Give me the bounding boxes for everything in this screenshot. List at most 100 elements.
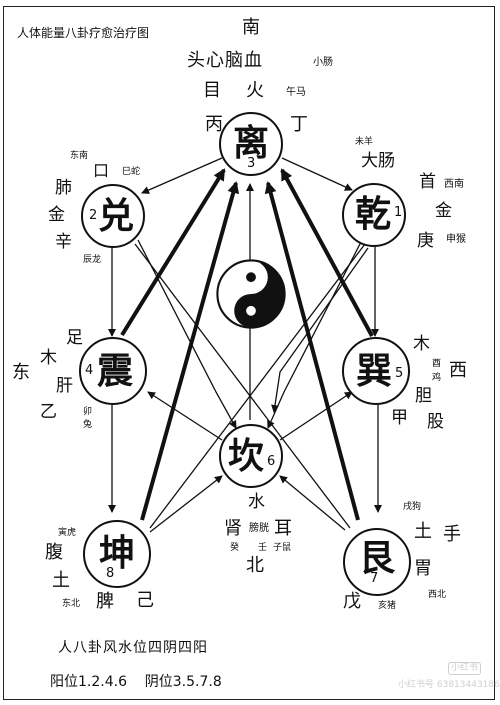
zhen-number: 4 bbox=[85, 363, 94, 378]
qian-zhi1: 未羊 bbox=[355, 137, 374, 147]
kun-element: 土 bbox=[52, 570, 70, 591]
li-small-intestine: 小肠 bbox=[313, 57, 333, 68]
kun-direction: 东北 bbox=[62, 599, 81, 609]
kan-number: 6 bbox=[267, 454, 276, 469]
kun-zhi1: 寅虎 bbox=[58, 528, 77, 538]
gen-trigram: 艮 bbox=[359, 537, 396, 579]
dui-circle bbox=[81, 184, 145, 248]
line-dui-to-gen bbox=[134, 243, 351, 529]
dui-trigram: 兑 bbox=[98, 195, 135, 237]
qian-circle bbox=[342, 183, 406, 247]
qian-organ: 大肠 bbox=[361, 151, 395, 171]
bold-arrow-kun-to-li bbox=[140, 181, 240, 521]
kan-organ1: 肾 bbox=[224, 518, 242, 539]
kun-gan: 己 bbox=[136, 590, 154, 611]
li-number: 3 bbox=[247, 156, 256, 171]
watermark-text: 小红书号 63813443186 bbox=[398, 680, 500, 690]
gen-gan: 戊 bbox=[343, 591, 361, 612]
dui-direction: 东南 bbox=[70, 151, 89, 161]
qian-direction: 西南 bbox=[444, 179, 464, 190]
xun-circle bbox=[342, 337, 410, 405]
zhen-circle bbox=[79, 337, 147, 405]
kun-organ1: 腹 bbox=[45, 542, 63, 563]
li-eye: 目 bbox=[203, 80, 221, 101]
dui-zhi1: 巳蛇 bbox=[122, 167, 141, 177]
arrow-kun-to-kan bbox=[149, 475, 223, 533]
li-circle bbox=[219, 112, 283, 176]
li-direction: 南 bbox=[242, 17, 260, 38]
arrow-qian-to-kan bbox=[267, 239, 363, 429]
gen-organ: 胃 bbox=[414, 558, 432, 579]
qian-head: 首 bbox=[419, 172, 436, 192]
li-element: 火 bbox=[246, 80, 264, 101]
xun-zhi2: 鸡 bbox=[432, 373, 442, 383]
diagram-frame bbox=[3, 6, 495, 700]
kan-gan2: 壬 bbox=[258, 543, 268, 553]
dui-organ: 肺 bbox=[55, 178, 72, 198]
gen-direction: 西北 bbox=[428, 590, 447, 600]
dui-number: 2 bbox=[89, 208, 98, 223]
bold-arrow-gen-to-li bbox=[264, 181, 360, 521]
kan-organ2: 膀胱 bbox=[249, 523, 269, 534]
li-organs: 头心脑血 bbox=[187, 50, 263, 71]
xun-zhi1: 酉 bbox=[432, 359, 442, 369]
kan-ear: 耳 bbox=[274, 518, 292, 539]
dui-zhi2: 辰龙 bbox=[83, 255, 102, 265]
yin-yang-icon bbox=[216, 259, 286, 329]
zhen-element: 木 bbox=[40, 348, 57, 368]
dui-element: 金 bbox=[48, 205, 65, 225]
qian-element: 金 bbox=[435, 201, 452, 221]
zhen-organ: 肝 bbox=[56, 376, 73, 396]
kan-element: 水 bbox=[248, 492, 265, 512]
arrow-qian-to-kan-2 bbox=[271, 247, 369, 413]
kun-organ2: 脾 bbox=[96, 591, 114, 612]
zhen-direction: 东 bbox=[12, 362, 30, 383]
zhen-zhi2: 兔 bbox=[83, 420, 93, 430]
xun-direction: 西 bbox=[449, 360, 467, 381]
arrow-li-to-qian bbox=[281, 157, 353, 191]
xun-number: 5 bbox=[395, 366, 404, 381]
li-gan-right: 丁 bbox=[290, 114, 308, 135]
gen-zhi1: 戌狗 bbox=[403, 502, 422, 512]
line-qian-to-kun bbox=[149, 243, 366, 529]
gen-hand: 手 bbox=[443, 524, 461, 545]
li-zhi: 午马 bbox=[286, 87, 306, 98]
watermark-badge: 小红书 bbox=[448, 662, 482, 675]
kan-direction: 北 bbox=[246, 555, 264, 576]
kun-trigram: 坤 bbox=[99, 532, 136, 574]
kan-trigram: 坎 bbox=[228, 435, 265, 477]
xun-gan: 甲 bbox=[391, 408, 408, 428]
qian-zhi2: 申猴 bbox=[446, 234, 466, 245]
arrow-kan-to-xun bbox=[279, 391, 353, 441]
qian-number: 1 bbox=[394, 205, 403, 220]
kun-circle bbox=[83, 520, 151, 588]
gen-circle bbox=[343, 528, 411, 596]
gen-number: 7 bbox=[370, 571, 379, 586]
arrow-kan-to-zhen bbox=[147, 391, 223, 441]
li-trigram: 离 bbox=[233, 122, 270, 164]
xun-trigram: 巽 bbox=[356, 350, 393, 392]
qian-gan: 庚 bbox=[417, 231, 434, 251]
zhen-gan: 乙 bbox=[40, 402, 57, 422]
zhen-foot: 足 bbox=[66, 328, 83, 348]
diagram-title: 人体能量八卦疗愈治疗图 bbox=[17, 26, 150, 40]
dui-gan: 辛 bbox=[55, 232, 72, 252]
arrow-li-to-dui bbox=[141, 157, 223, 194]
xun-organ: 胆 bbox=[415, 386, 432, 406]
bold-arrow-zhen-to-li bbox=[120, 168, 226, 337]
zhen-zhi1: 卯 bbox=[83, 407, 93, 417]
arrow-gen-to-kan bbox=[279, 475, 346, 531]
gen-element: 土 bbox=[414, 521, 432, 542]
bold-arrow-xun-to-li bbox=[280, 168, 374, 337]
kan-zhi: 子鼠 bbox=[273, 543, 292, 553]
xun-thigh: 股 bbox=[427, 412, 444, 432]
gen-zhi2: 亥猪 bbox=[378, 601, 397, 611]
kan-circle bbox=[219, 424, 283, 488]
footer-line1: 人八卦风水位四阴四阳 bbox=[58, 640, 208, 656]
footer-line2: 阳位1.2.4.6 阴位3.5.7.8 bbox=[50, 674, 222, 690]
qian-trigram: 乾 bbox=[355, 193, 392, 235]
xun-element: 木 bbox=[413, 334, 430, 354]
kun-number: 8 bbox=[106, 566, 115, 581]
arrow-dui-to-kan bbox=[137, 239, 237, 429]
